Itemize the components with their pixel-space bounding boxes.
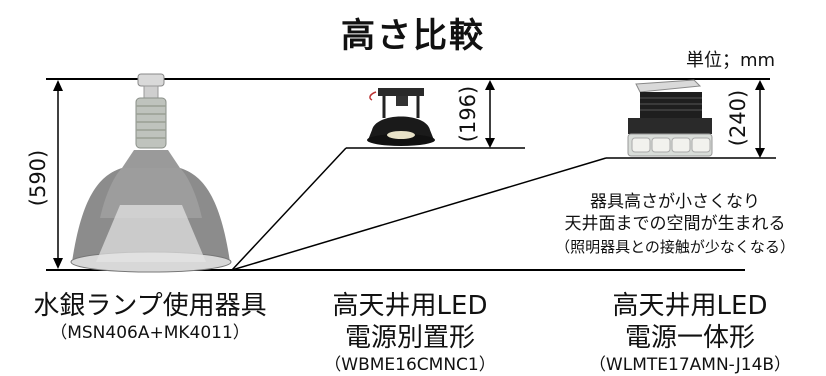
projection-line-separate <box>231 147 347 271</box>
unit-label: 単位；mm <box>686 50 776 71</box>
dimension-label-590: (590) <box>26 149 50 207</box>
product-model: （WLMTE17AMN-J14B） <box>588 355 792 375</box>
product-model: （MSN406A+MK4011） <box>50 323 250 343</box>
note-line-1: 器具高さが小さくなり <box>590 192 760 212</box>
mercury-lamp-image <box>70 73 232 273</box>
dimension-arrow-196 <box>430 80 525 149</box>
note-line-2: 天井面までの空間が生まれる <box>564 214 786 234</box>
product-name: 高天井用LED <box>332 291 488 321</box>
led-separate-lamp-image <box>367 88 435 146</box>
product-label-led-separate: 高天井用LED 電源別置形 （WBME16CMNC1） <box>290 290 530 376</box>
dimension-label-240: (240) <box>726 89 750 147</box>
product-type: 電源別置形 <box>344 323 475 353</box>
projection-line-integrated <box>231 157 607 271</box>
led-integrated-lamp-image <box>627 79 713 157</box>
product-type: 電源一体形 <box>624 323 755 353</box>
product-model: （WBME16CMNC1） <box>324 355 496 375</box>
note-line-3: （照明器具との接触が少なくなる） <box>555 238 795 256</box>
product-label-led-integrated: 高天井用LED 電源一体形 （WLMTE17AMN-J14B） <box>560 290 820 376</box>
dimension-arrow-590 <box>53 80 63 269</box>
dimension-arrow-240 <box>700 80 776 159</box>
dimension-label-196: (196) <box>456 85 480 143</box>
product-name: 水銀ランプ使用器具 <box>33 291 267 321</box>
product-name: 高天井用LED <box>612 291 768 321</box>
page-title: 高さ比較 <box>341 16 485 56</box>
product-label-mercury: 水銀ランプ使用器具 （MSN406A+MK4011） <box>10 290 290 344</box>
